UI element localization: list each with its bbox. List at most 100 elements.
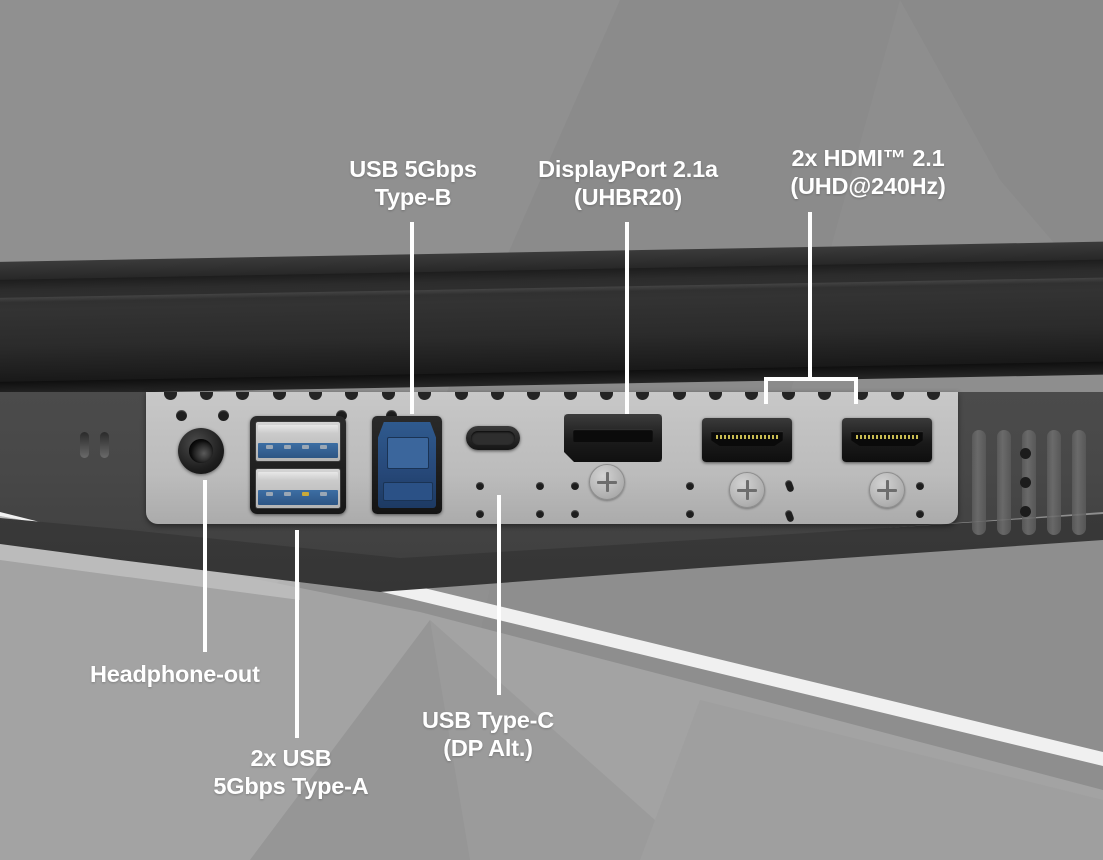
usb-a-port-bottom[interactable] — [255, 468, 341, 509]
displayport-housing — [564, 414, 662, 462]
label-usb-c: USB Type-C (DP Alt.) — [421, 707, 555, 761]
hdmi-pins — [716, 435, 778, 439]
mounting-hole — [686, 482, 694, 490]
usb-b-lower-block — [382, 481, 434, 502]
port-displayport[interactable] — [564, 414, 662, 462]
mounting-hole — [336, 410, 347, 421]
headphone-jack-bore — [189, 439, 213, 463]
label-hdmi: 2x HDMI™ 2.1 (UHD@240Hz) — [790, 145, 946, 199]
vent-hole — [1020, 477, 1031, 488]
vent-slot — [997, 430, 1011, 535]
usb-a-blue-tongue — [258, 443, 338, 458]
leader-bracket-hdmi — [764, 377, 858, 404]
vent-slot — [972, 430, 986, 535]
leader-line-headphone — [203, 480, 207, 652]
usb-b-housing — [372, 416, 442, 514]
port-hdmi-2[interactable] — [842, 418, 932, 462]
vent-slot — [1047, 430, 1061, 535]
usb-a-contact — [320, 492, 327, 496]
plate-notch — [163, 392, 177, 400]
mounting-slot — [784, 509, 795, 523]
usb-a-port-top[interactable] — [255, 421, 341, 462]
usb-a-contact — [266, 445, 273, 449]
plate-notch — [927, 392, 941, 400]
left-vent-slot-2 — [100, 432, 109, 458]
hdmi-housing — [702, 418, 792, 462]
mounting-hole — [916, 482, 924, 490]
usb-c-receptacle — [471, 431, 515, 445]
mounting-hole — [916, 510, 924, 518]
plate-notch — [454, 392, 468, 400]
plate-notch — [854, 392, 868, 400]
plate-notch — [200, 392, 214, 400]
usb-a-contact — [266, 492, 273, 496]
mounting-hole — [686, 510, 694, 518]
mounting-slot — [784, 479, 795, 493]
plate-notch — [672, 392, 686, 400]
plate-notch — [563, 392, 577, 400]
usb-a-contact — [320, 445, 327, 449]
port-usb-a-stack[interactable] — [250, 416, 346, 514]
usb-c-housing — [466, 426, 520, 450]
vent-slot — [1072, 430, 1086, 535]
left-vent-slot-1 — [80, 432, 89, 458]
panel-screw — [869, 472, 905, 508]
hdmi-pins — [856, 435, 918, 439]
mounting-hole — [476, 482, 484, 490]
plate-notch — [781, 392, 795, 400]
plate-notch — [236, 392, 250, 400]
right-vent-group — [972, 430, 1100, 535]
usb-a-blue-tongue — [258, 490, 338, 505]
usb-a-housing — [250, 416, 346, 514]
plate-notch — [709, 392, 723, 400]
usb-a-contact — [302, 492, 309, 496]
hdmi-housing — [842, 418, 932, 462]
plate-notch — [890, 392, 904, 400]
mounting-hole — [536, 510, 544, 518]
mounting-hole — [476, 510, 484, 518]
plate-top-notches — [146, 392, 958, 402]
plate-notch — [490, 392, 504, 400]
plate-notch — [345, 392, 359, 400]
plate-notch — [599, 392, 613, 400]
vent-hole-column — [1020, 448, 1032, 535]
leader-line-usb-c — [497, 495, 501, 695]
mounting-hole — [571, 482, 579, 490]
port-usb-b[interactable] — [372, 416, 442, 514]
mounting-hole — [536, 482, 544, 490]
usb-a-contact — [302, 445, 309, 449]
leader-line-hdmi — [808, 212, 812, 380]
port-hdmi-1[interactable] — [702, 418, 792, 462]
vent-hole — [1020, 448, 1031, 459]
headphone-jack-icon — [178, 428, 224, 474]
plate-notch — [381, 392, 395, 400]
label-usb-a: 2x USB 5Gbps Type-A — [213, 745, 369, 799]
plate-notch — [309, 392, 323, 400]
usb-a-shelf — [258, 472, 338, 481]
leader-line-usb-a — [295, 530, 299, 738]
leader-line-displayport — [625, 222, 629, 414]
usb-a-contact — [284, 445, 291, 449]
mounting-hole — [218, 410, 229, 421]
label-headphone-out: Headphone-out — [90, 661, 260, 687]
plate-notch — [818, 392, 832, 400]
port-headphone-out[interactable] — [178, 428, 224, 474]
hdmi-receptacle — [711, 431, 783, 446]
panel-screw — [589, 464, 625, 500]
usb-b-key-block — [387, 437, 429, 469]
usb-b-receptacle — [378, 422, 436, 508]
hdmi-receptacle — [851, 431, 923, 446]
displayport-receptacle — [573, 429, 653, 442]
plate-notch — [527, 392, 541, 400]
io-plate — [146, 392, 958, 524]
plate-notch — [636, 392, 650, 400]
usb-a-contact — [284, 492, 291, 496]
mounting-hole — [176, 410, 187, 421]
label-usb-b: USB 5Gbps Type-B — [349, 156, 477, 210]
port-usb-c[interactable] — [466, 426, 520, 450]
plate-notch — [745, 392, 759, 400]
usb-a-shelf — [258, 425, 338, 434]
leader-line-usb-b — [410, 222, 414, 414]
